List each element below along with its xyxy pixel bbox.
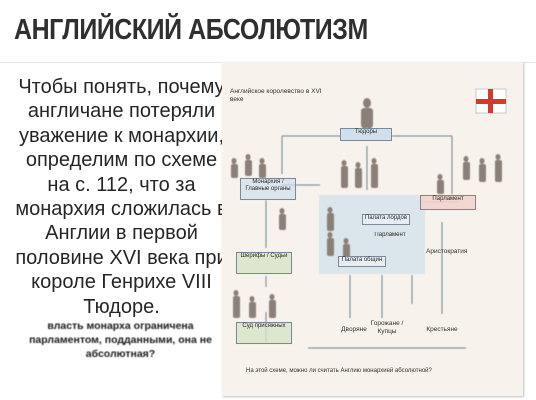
- box-lords: Палата лордов: [362, 214, 410, 225]
- box-monarchy: Монархия / Главные органы: [240, 178, 296, 200]
- scheme-footer: На этой схеме, можно ли считать Англию м…: [246, 368, 432, 374]
- box-commons: Палата общин: [338, 256, 386, 267]
- box-tudor: Тюдоры: [340, 128, 392, 141]
- monarchy-scheme-image: Английское королевство в XVI веке Тюдоры…: [222, 62, 523, 396]
- box-parliament-center: Парламент: [374, 232, 406, 238]
- slide-title: АНГЛИЙСКИЙ АБСОЛЮТИЗМ: [14, 14, 368, 46]
- slide-body-text: Чтобы понять, почему англичане потеряли …: [15, 76, 228, 318]
- box-sheriffs: Шерифы / Судьи: [236, 252, 292, 274]
- slide-question: власть монарха ограничена парламентом, п…: [29, 320, 212, 360]
- box-jury: Суд присяжных: [236, 322, 292, 344]
- label-peasants: Крестьяне: [426, 326, 458, 333]
- box-parliament-right: Парламент: [420, 195, 476, 210]
- label-nobles: Дворяне: [341, 326, 367, 333]
- label-townspeople: Горожане / Купцы: [370, 320, 404, 335]
- scheme-heading: Английское королевство в XVI веке: [230, 88, 322, 103]
- scheme-lines: [231, 88, 507, 349]
- label-aristocracy: Аристократия: [426, 248, 468, 255]
